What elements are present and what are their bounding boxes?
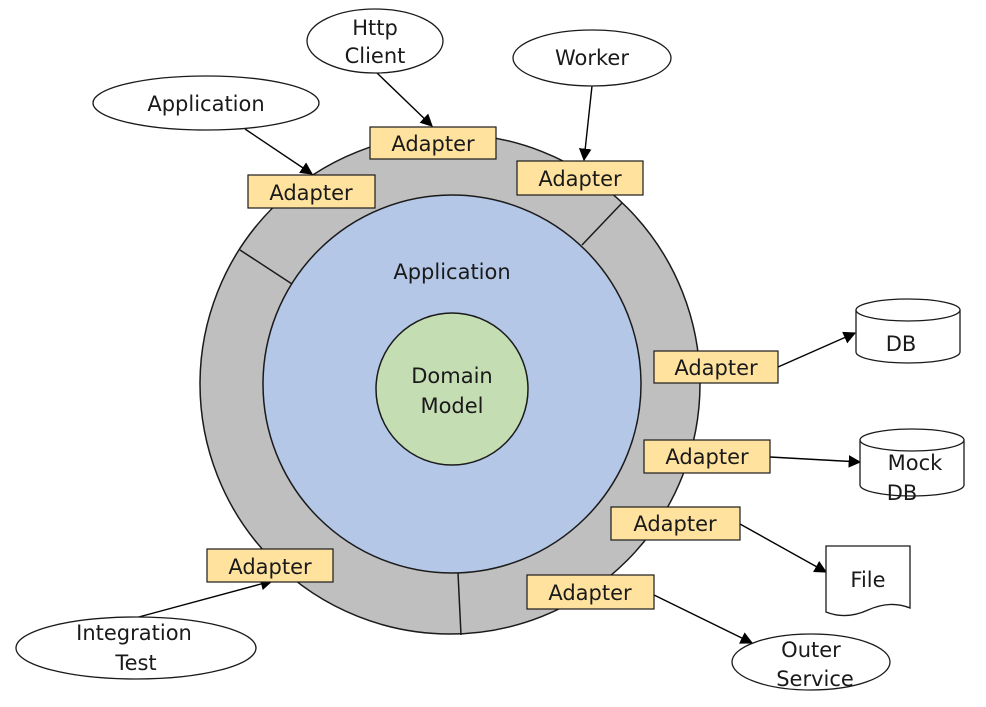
node-outer-service: Outer Service bbox=[731, 633, 891, 691]
adapter-outer-service: Adapter bbox=[526, 574, 655, 610]
adapter-http-label: Adapter bbox=[391, 132, 475, 156]
node-integration-test: Integration Test bbox=[15, 616, 257, 680]
adapter-file: Adapter bbox=[610, 506, 741, 541]
arrow-http-client bbox=[376, 72, 433, 127]
node-mock-db-line1: Mock bbox=[888, 451, 944, 475]
node-worker-label: Worker bbox=[555, 46, 629, 70]
node-db-label: DB bbox=[886, 332, 917, 356]
ring-divider-left bbox=[239, 249, 293, 285]
arrow-integration-test bbox=[134, 577, 274, 619]
adapter-db-label: Adapter bbox=[674, 356, 758, 380]
node-file: File bbox=[825, 545, 911, 617]
adapter-application-label: Adapter bbox=[269, 181, 353, 205]
adapter-db: Adapter bbox=[653, 350, 779, 384]
adapter-integration-test: Adapter bbox=[206, 548, 334, 583]
node-worker: Worker bbox=[512, 29, 672, 87]
node-http-client: Http Client bbox=[306, 8, 444, 74]
node-integration-test-line2: Test bbox=[114, 651, 156, 675]
node-application-label: Application bbox=[147, 92, 264, 116]
adapter-worker-label: Adapter bbox=[538, 167, 622, 191]
arrow-application bbox=[244, 128, 314, 175]
adapter-outer-service-label: Adapter bbox=[548, 581, 632, 605]
arrow-worker bbox=[578, 85, 593, 162]
adapter-integration-test-label: Adapter bbox=[228, 555, 312, 579]
adapter-file-label: Adapter bbox=[633, 512, 717, 536]
domain-model-label-line2: Model bbox=[420, 394, 483, 418]
domain-model-core bbox=[375, 312, 529, 466]
ring-divider-right bbox=[581, 202, 623, 246]
domain-model-label-line1: Domain bbox=[411, 364, 493, 388]
node-integration-test-line1: Integration bbox=[76, 621, 192, 645]
node-mock-db: Mock DB bbox=[859, 428, 965, 505]
adapter-application: Adapter bbox=[247, 174, 376, 209]
node-http-client-line1: Http bbox=[352, 16, 398, 40]
arrow-file bbox=[739, 523, 828, 573]
node-http-client-line2: Client bbox=[345, 44, 406, 68]
node-db: DB bbox=[855, 298, 961, 364]
adapter-mock-db: Adapter bbox=[643, 439, 771, 474]
node-application: Application bbox=[92, 75, 320, 131]
adapter-mock-db-label: Adapter bbox=[665, 445, 749, 469]
arrow-mock-db bbox=[769, 455, 862, 468]
node-outer-service-line2: Service bbox=[776, 667, 854, 691]
node-outer-service-line1: Outer bbox=[781, 638, 841, 662]
adapter-http: Adapter bbox=[369, 126, 497, 160]
arrow-db bbox=[777, 331, 857, 368]
adapter-worker: Adapter bbox=[516, 160, 644, 196]
node-mock-db-line2: DB bbox=[887, 481, 918, 505]
arrow-outer-service bbox=[653, 594, 754, 644]
ring-divider-bottom bbox=[457, 572, 462, 636]
node-file-label: File bbox=[850, 568, 885, 592]
application-ring-label: Application bbox=[393, 260, 510, 284]
